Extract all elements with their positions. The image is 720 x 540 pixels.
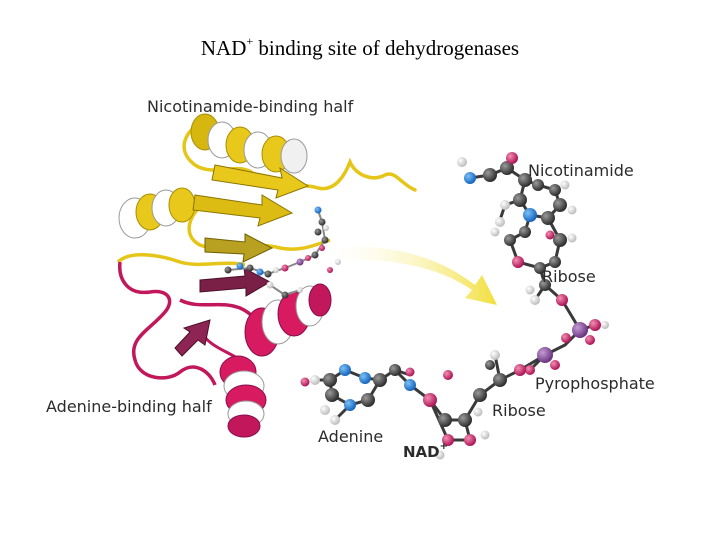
beta-strand-4 <box>199 267 272 297</box>
adenine-half-label: Adenine-binding half <box>46 397 212 416</box>
helix-right <box>244 283 332 357</box>
nicotinamide-label: Nicotinamide <box>528 161 634 180</box>
nicotinamide-binding-domain <box>116 113 417 267</box>
ribose-top-label: Ribose <box>542 267 596 286</box>
nad-label-main: NAD <box>403 443 440 461</box>
bound-nad-in-site <box>224 206 341 299</box>
beta-strand-3 <box>204 233 274 263</box>
nad-label: NAD+ <box>403 441 449 461</box>
helix-bottom <box>219 355 267 438</box>
title-rest: binding site of dehydrogenases <box>253 36 520 60</box>
nad-atoms <box>300 152 609 460</box>
helix-top <box>190 113 308 174</box>
nicotinamide-half-label: Nicotinamide-binding half <box>147 97 354 116</box>
title-nad: NAD <box>200 36 247 60</box>
beta-strand-5 <box>174 319 211 357</box>
adenine-label: Adenine <box>318 427 384 446</box>
pyrophosphate-label: Pyrophosphate <box>535 374 655 393</box>
ribose-bottom-label: Ribose <box>492 401 546 420</box>
helix-left <box>118 187 196 239</box>
zoom-arrow <box>320 247 497 305</box>
nad-label-plus: + <box>439 441 449 452</box>
adenine-binding-domain <box>118 261 332 438</box>
beta-strand-1 <box>211 164 310 199</box>
title-plus: + <box>246 34 254 48</box>
page-title: NAD+ binding site of dehydrogenases <box>0 34 720 61</box>
nad-molecule <box>315 159 596 442</box>
beta-strand-2 <box>192 194 294 227</box>
